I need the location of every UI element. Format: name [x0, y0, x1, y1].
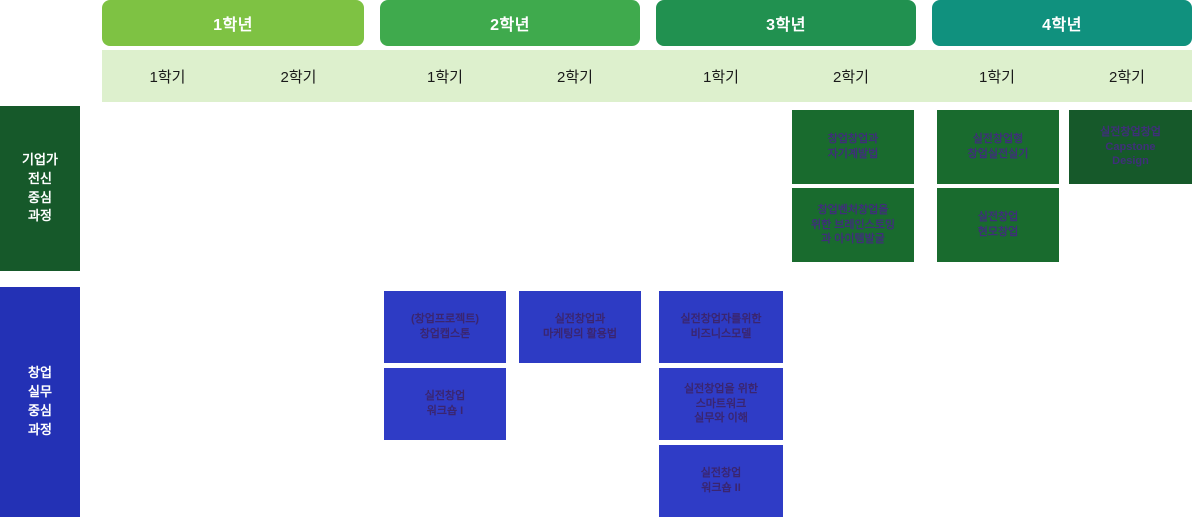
year-label-1: 1학년	[213, 17, 253, 34]
course-box[interactable]: 실전창업형 창업실전실기	[937, 110, 1059, 184]
year-label-4: 4학년	[1042, 17, 1082, 34]
course-box[interactable]: 실전창업 현모창업	[937, 188, 1059, 262]
course-title: 창업벤처창업을 위한 브레인스토밍 과 아이템발굴	[810, 203, 895, 246]
course-box[interactable]: (창업프로젝트) 창업캡스톤	[384, 291, 506, 363]
year-header-3: 3학년	[656, 0, 916, 46]
semester-header-2: 2학기	[233, 50, 364, 102]
course-box[interactable]: 창업벤처창업을 위한 브레인스토밍 과 아이템발굴	[792, 188, 914, 262]
semester-header-7: 1학기	[932, 50, 1062, 102]
course-title: 실전창업형 창업실전실기	[967, 133, 1029, 160]
course-title: 창업창업과 자기계발법	[827, 133, 879, 160]
semester-label-3: 1학기	[427, 68, 463, 86]
year-header-2: 2학년	[380, 0, 640, 46]
semester-label-2: 2학기	[280, 68, 317, 86]
course-title: 실전창업자를위한 비즈니스모델	[680, 313, 762, 340]
semester-header-5: 1학기	[656, 50, 786, 102]
course-box[interactable]: 실전창업자를위한 비즈니스모델	[659, 291, 783, 363]
track-name-1: 기업가 전신 중심 과정	[22, 151, 58, 224]
course-title: 실전창업 현모창업	[977, 211, 1019, 238]
semester-label-5: 1학기	[703, 68, 739, 86]
course-title: 실전창업과 마케팅의 활용법	[543, 313, 617, 340]
track-label-practice: 창업 실무 중심 과정	[0, 287, 80, 517]
course-box[interactable]: 창업창업과 자기계발법	[792, 110, 914, 184]
course-box[interactable]: 실전창업과 마케팅의 활용법	[519, 291, 641, 363]
track-name-2: 창업 실무 중심 과정	[28, 365, 52, 437]
semester-header-1: 1학기	[102, 50, 233, 102]
semester-header-3: 1학기	[380, 50, 510, 102]
course-box[interactable]: 실전창업 워크숍 I	[384, 368, 506, 440]
course-title: (창업프로젝트) 창업캡스톤	[410, 313, 480, 340]
course-title: 실전창업 워크숍 I	[424, 390, 466, 417]
semester-header-6: 2학기	[786, 50, 916, 102]
semester-label-1: 1학기	[149, 68, 186, 86]
course-box[interactable]: 실전창업창업 Capstone Design	[1069, 110, 1192, 184]
year-header-4: 4학년	[932, 0, 1192, 46]
course-title: 실전창업을 위한 스마트워크 실무와 이해	[684, 382, 758, 425]
course-title: 실전창업 워크숍 II	[700, 467, 742, 494]
course-box[interactable]: 실전창업을 위한 스마트워크 실무와 이해	[659, 368, 783, 440]
year-label-3: 3학년	[766, 17, 806, 34]
semester-band-background	[102, 50, 1192, 102]
semester-label-7: 1학기	[979, 68, 1015, 86]
semester-label-4: 2학기	[557, 68, 593, 86]
course-box[interactable]: 실전창업 워크숍 II	[659, 445, 783, 517]
semester-label-8: 2학기	[1109, 68, 1145, 86]
semester-header-4: 2학기	[510, 50, 640, 102]
year-label-2: 2학년	[490, 17, 530, 34]
year-header-1: 1학년	[102, 0, 364, 46]
semester-label-6: 2학기	[833, 68, 869, 86]
track-label-entrepreneurship: 기업가 전신 중심 과정	[0, 106, 80, 271]
semester-header-8: 2학기	[1062, 50, 1192, 102]
course-title: 실전창업창업 Capstone Design	[1100, 125, 1161, 168]
